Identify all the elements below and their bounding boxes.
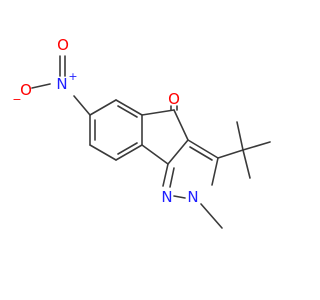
charge-nitro-n: +	[68, 70, 77, 83]
bond-b1	[115, 99, 143, 116]
bond-nme	[200, 203, 223, 229]
bond-tbu-down	[242, 149, 251, 179]
bond-c1	[141, 109, 175, 116]
bond-b4	[89, 144, 117, 161]
atom-nitro-o-top: O	[57, 36, 69, 54]
atom-nitro-n: N	[56, 75, 67, 93]
bond-c2	[173, 109, 189, 141]
bond-p1	[187, 139, 219, 159]
bond-tbu-up	[236, 121, 244, 151]
bond-p4	[162, 163, 169, 187]
bond-p1-inner	[189, 146, 213, 161]
atom-ketone-o: O	[168, 90, 180, 108]
bond-layer	[31, 55, 271, 229]
bond-p4-inner	[169, 167, 175, 188]
bond-ring-no2	[73, 95, 91, 116]
bond-no-left	[31, 83, 51, 89]
structure-svg: N + O O − O N N	[12, 36, 271, 229]
atom-pyrazole-n2: N	[187, 188, 198, 206]
bond-b6	[89, 99, 117, 116]
bond-c4	[141, 144, 169, 165]
bond-b3	[115, 144, 143, 161]
atom-pyrazole-n1: N	[161, 188, 172, 206]
bond-p2	[211, 157, 219, 186]
atom-nitro-o-left: O	[20, 81, 32, 99]
bond-c3	[167, 139, 189, 165]
bond-b3-inner	[117, 142, 138, 155]
bond-p3	[173, 195, 186, 199]
bond-b1-inner	[117, 105, 138, 118]
atom-label-layer: N + O O − O N N	[12, 36, 198, 206]
bond-tbu-right	[242, 141, 271, 151]
charge-nitro-o-left: −	[12, 93, 21, 106]
bond-tbu-stem	[217, 149, 244, 159]
molecule-diagram: N + O O − O N N	[12, 36, 271, 229]
